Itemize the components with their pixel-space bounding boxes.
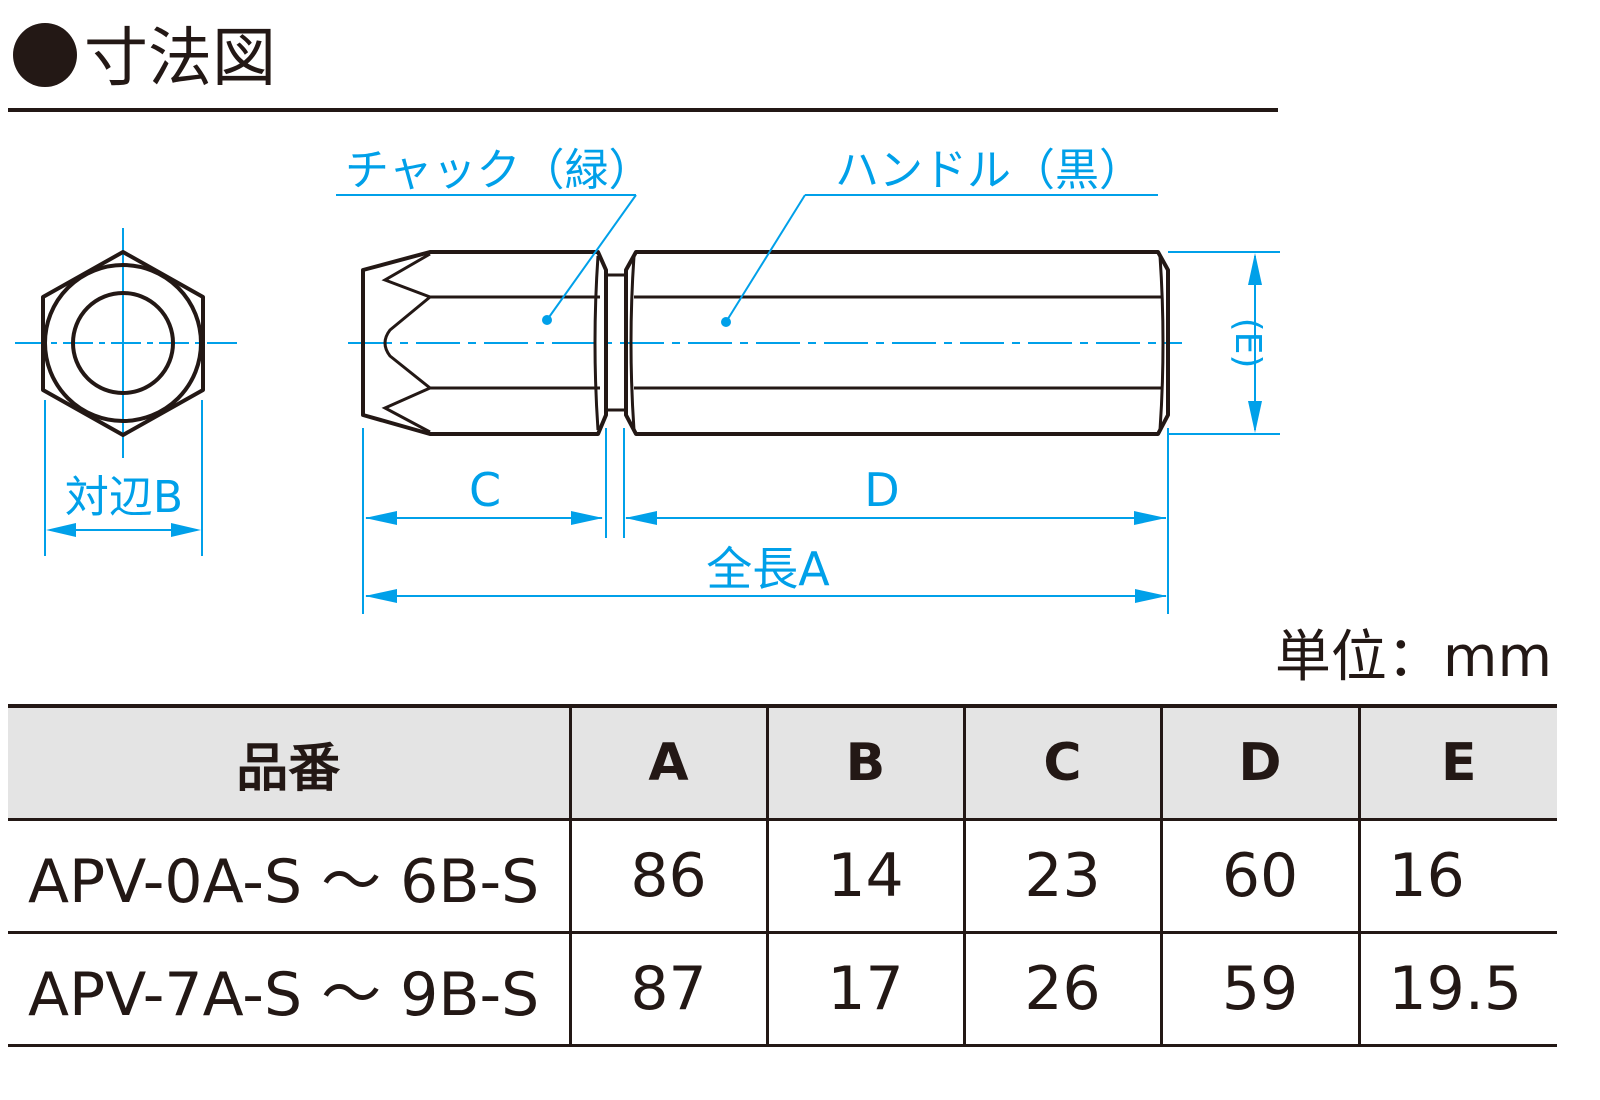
chuck-label: チャック（緑） xyxy=(345,145,653,196)
header-b: B xyxy=(765,706,964,821)
header-part-number: 品番 xyxy=(8,706,570,821)
cell-a: 87 xyxy=(568,932,767,1047)
cell-c: 26 xyxy=(962,932,1161,1047)
cell-b: 14 xyxy=(765,819,964,934)
dimension-b: 対辺B xyxy=(44,400,203,556)
cell-d: 60 xyxy=(1159,819,1359,934)
header-a: A xyxy=(568,706,767,821)
section-title: 寸法図 xyxy=(84,22,276,96)
cell-c: 23 xyxy=(962,819,1161,934)
hex-end-view xyxy=(15,228,240,458)
table-row: APV-7A-S ～ 9B-S 87 17 26 59 19.5 xyxy=(8,932,1557,1047)
dim-b-label: 対辺B xyxy=(65,472,183,523)
handle-label: ハンドル（黒） xyxy=(835,145,1143,196)
header-d: D xyxy=(1159,706,1359,821)
dim-e-label: (E) xyxy=(1227,318,1268,369)
cell-e: 19.5 xyxy=(1357,932,1557,1047)
dimension-c-d-a: C D 全長A xyxy=(362,428,1169,614)
header-c: C xyxy=(962,706,1161,821)
chuck-part xyxy=(361,250,608,436)
bullet-icon xyxy=(13,23,77,87)
cell-e: 16 xyxy=(1357,819,1557,934)
unit-label: 単位：mm xyxy=(1274,625,1552,690)
handle-part xyxy=(624,250,1170,436)
dim-a-label: 全長A xyxy=(706,542,830,596)
cell-d: 59 xyxy=(1159,932,1359,1047)
cell-b: 17 xyxy=(765,932,964,1047)
chuck-callout: チャック（緑） xyxy=(336,145,653,325)
header-e: E xyxy=(1357,706,1557,821)
handle-callout: ハンドル（黒） xyxy=(721,145,1158,327)
cell-part-number: APV-7A-S ～ 9B-S xyxy=(8,932,570,1047)
cell-part-number: APV-0A-S ～ 6B-S xyxy=(8,819,570,934)
dim-c-label: C xyxy=(469,463,501,517)
dim-d-label: D xyxy=(864,463,899,517)
cell-a: 86 xyxy=(568,819,767,934)
dimension-e: (E) xyxy=(1168,251,1280,435)
dimension-table: 品番 A B C D E APV-0A-S ～ 6B-S 86 14 23 60… xyxy=(8,704,1557,1047)
table-row: APV-0A-S ～ 6B-S 86 14 23 60 16 xyxy=(8,819,1557,934)
table-header-row: 品番 A B C D E xyxy=(8,706,1557,821)
